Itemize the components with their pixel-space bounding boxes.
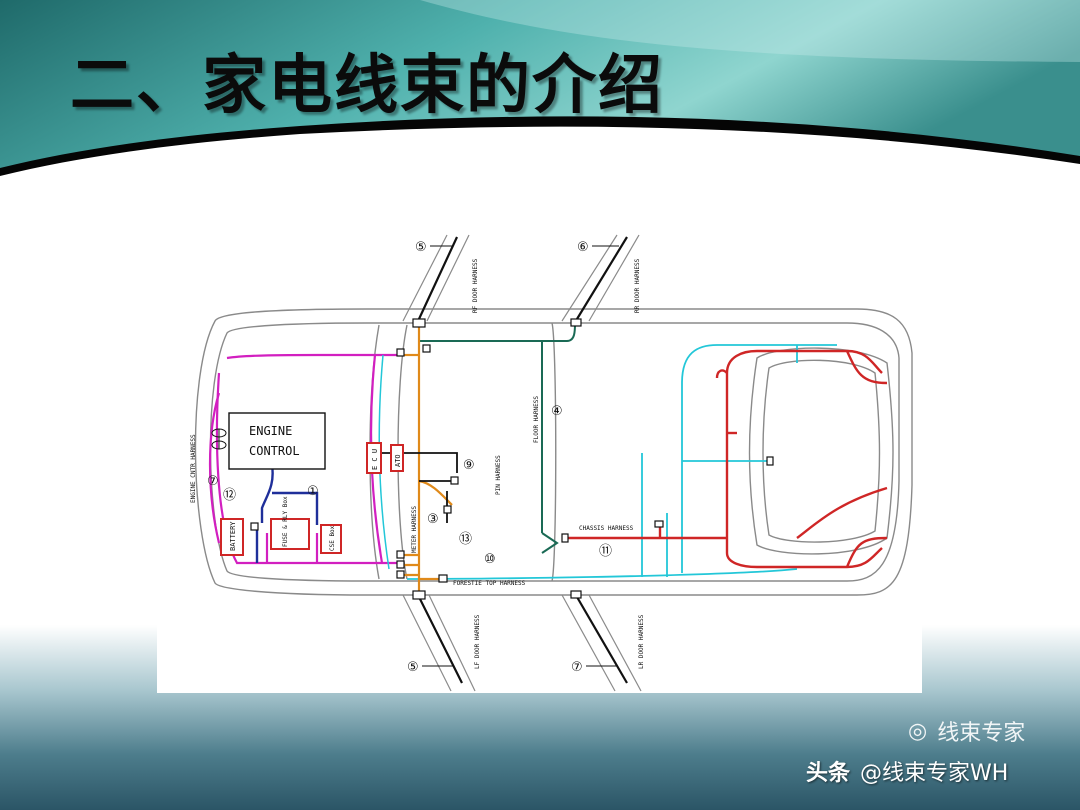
svg-text:FORESTIE TOP HARNESS: FORESTIE TOP HARNESS	[453, 580, 526, 587]
cse-box: CSE Box	[320, 524, 342, 554]
harness-diagram-svg: ENGINE CONTROL BATTERY FUSE & RLY Box CS…	[190, 234, 913, 692]
watermark-ghost: ◎ 线束专家	[908, 715, 1025, 747]
door-openings	[402, 234, 642, 692]
svg-text:E C U: E C U	[371, 449, 379, 470]
callout-5-bottom: ⑤	[407, 660, 419, 675]
fan-icon	[211, 428, 227, 450]
callout-10: ⑩	[484, 552, 496, 567]
ato-box: ATO	[390, 444, 404, 472]
engine-control-box: ENGINE CONTROL	[228, 412, 326, 470]
svg-text:CSE Box: CSE Box	[329, 525, 336, 551]
chassis-harness	[567, 349, 888, 569]
slide-title: 二、家电线束的介绍	[70, 49, 664, 123]
svg-text:FUSE & RLY Box: FUSE & RLY Box	[282, 496, 289, 547]
watermark: 头条 @线束专家WH	[806, 755, 1008, 787]
svg-text:ATO: ATO	[394, 454, 402, 467]
watermark-ghost-text: 线束专家	[937, 721, 1026, 746]
callout-5-top: ⑤	[415, 240, 427, 255]
header-banner	[0, 0, 1080, 176]
wechat-icon: ◎	[908, 718, 928, 744]
callout-3: ③	[427, 512, 439, 527]
callout-9: ⑨	[463, 458, 475, 473]
svg-text:RF DOOR HARNESS: RF DOOR HARNESS	[472, 258, 479, 313]
svg-text:PIN HARNESS: PIN HARNESS	[495, 455, 502, 495]
svg-text:LF DOOR HARNESS: LF DOOR HARNESS	[474, 614, 481, 669]
callout-7-left: ⑦	[207, 474, 219, 489]
harness-labels: RF DOOR HARNESS RR DOOR HARNESS LF DOOR …	[190, 258, 645, 669]
callout-6-top: ⑥	[577, 240, 589, 255]
svg-text:LR DOOR HARNESS: LR DOOR HARNESS	[638, 614, 645, 669]
engine-control-line1: ENGINE	[249, 424, 292, 438]
fuse-box: FUSE & RLY Box	[270, 496, 310, 550]
callout-13: ⑬	[459, 532, 472, 547]
ecu-box: E C U	[366, 442, 382, 474]
harness-diagram: ENGINE CONTROL BATTERY FUSE & RLY Box CS…	[157, 233, 922, 693]
floor-harness	[419, 322, 576, 554]
svg-text:ENGINE CNTR HARNESS: ENGINE CNTR HARNESS	[190, 434, 197, 503]
callout-11: ⑪	[599, 544, 612, 559]
svg-text:FLOOR HARNESS: FLOOR HARNESS	[533, 396, 540, 443]
door-harnesses	[418, 236, 628, 684]
engine-control-line2: CONTROL	[249, 444, 300, 458]
callout-4: ④	[551, 404, 563, 419]
svg-text:RR DOOR HARNESS: RR DOOR HARNESS	[634, 258, 641, 313]
svg-text:CHASSIS HARNESS: CHASSIS HARNESS	[579, 525, 634, 532]
callout-12: ⑫	[223, 488, 236, 503]
battery-box: BATTERY	[220, 518, 244, 556]
callouts: ⑤ ⑥ ④ ⑦ ⑫ ① ⑨ ③ ⑬ ⑩ ⑪ ⑤ ⑦	[207, 240, 619, 675]
svg-text:BATTERY: BATTERY	[229, 521, 237, 551]
watermark-logo: 头条	[806, 761, 851, 786]
forestie-harness	[406, 344, 837, 580]
meter-harness	[397, 323, 453, 593]
callout-7-bottom: ⑦	[571, 660, 583, 675]
callout-1: ①	[307, 484, 319, 499]
connectors	[250, 318, 774, 600]
svg-text:METER HARNESS: METER HARNESS	[411, 506, 418, 553]
watermark-handle: @线束专家WH	[860, 761, 1009, 786]
